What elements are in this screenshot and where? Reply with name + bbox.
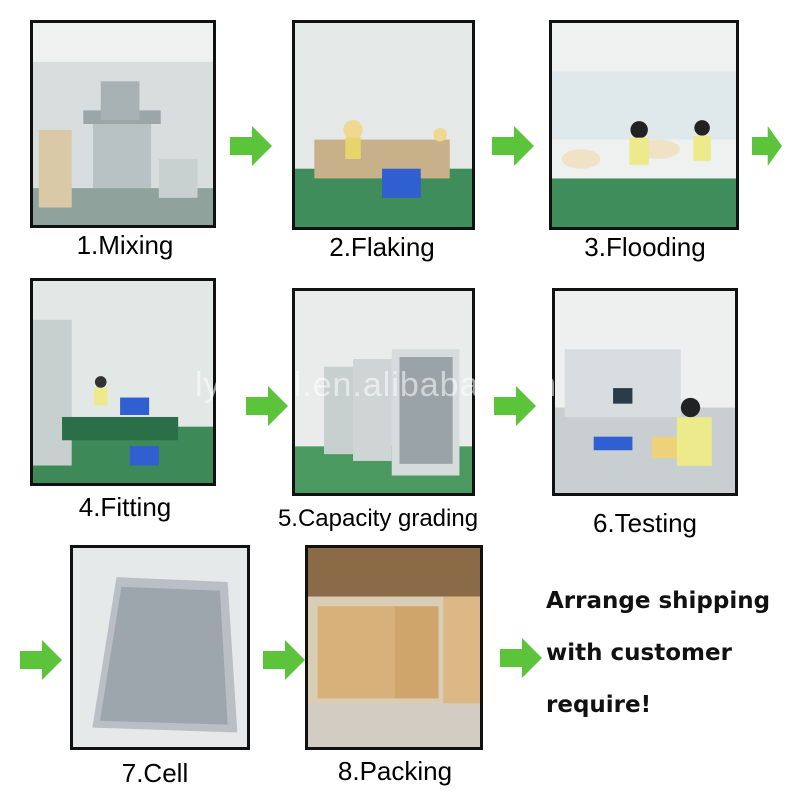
- mixing-scene-icon: [33, 23, 213, 225]
- fitting-scene-icon: [33, 281, 213, 483]
- caption-capacity-grading: 5.Capacity grading: [277, 505, 479, 532]
- arrow-right-icon: [263, 640, 305, 680]
- caption-fitting: 4.Fitting: [78, 492, 172, 522]
- grading-scene-icon: [295, 291, 472, 493]
- arrow-right-icon: [20, 640, 62, 680]
- arrow-right-icon: [492, 126, 534, 166]
- shipping-text-line1: Arrange shipping: [546, 588, 771, 614]
- caption-cell: 7.Cell: [121, 758, 189, 788]
- arrow-right-icon: [246, 386, 288, 426]
- flaking-scene-icon: [295, 23, 472, 227]
- caption-flooding: 3.Flooding: [584, 232, 706, 262]
- arrow-right-icon: [230, 126, 272, 166]
- photo-flaking: [292, 20, 475, 230]
- photo-flooding: [549, 20, 739, 230]
- photo-cell: [70, 545, 250, 750]
- arrow-right-icon: [500, 638, 542, 678]
- arrow-right-icon: [494, 386, 536, 426]
- arrow-right-icon: [752, 126, 782, 166]
- testing-scene-icon: [555, 291, 735, 493]
- shipping-text-line2: with customer: [546, 640, 732, 666]
- caption-mixing: 1.Mixing: [76, 230, 174, 260]
- photo-capacity-grading: [292, 288, 475, 496]
- caption-testing: 6.Testing: [592, 508, 698, 538]
- cell-tray-icon: [73, 548, 247, 747]
- photo-mixing: [30, 20, 216, 228]
- shipping-text-line3: require!: [546, 692, 652, 718]
- packing-scene-icon: [308, 548, 480, 747]
- photo-fitting: [30, 278, 216, 486]
- flooding-scene-icon: [552, 23, 736, 227]
- photo-testing: [552, 288, 738, 496]
- caption-packing: 8.Packing: [337, 756, 453, 786]
- photo-packing: [305, 545, 483, 750]
- caption-flaking: 2.Flaking: [329, 232, 435, 262]
